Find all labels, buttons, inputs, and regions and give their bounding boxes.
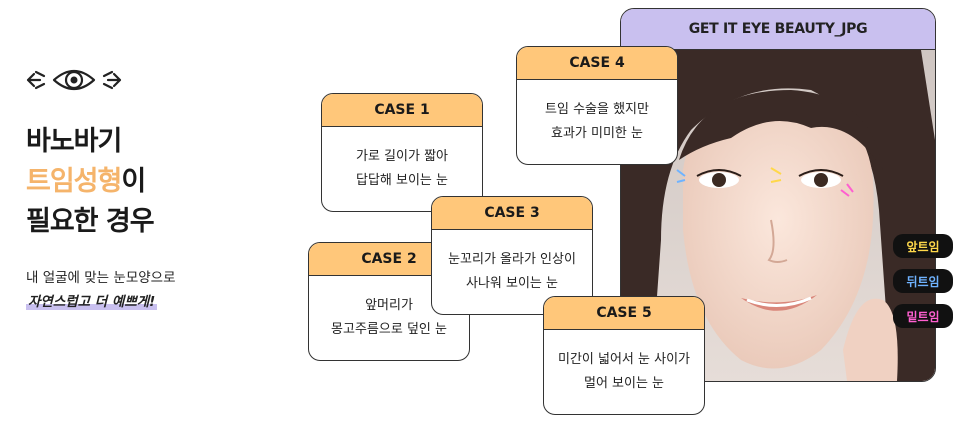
case-text-line: 효과가 미미한 눈 [551,126,643,141]
case-card-5: CASE 5 미간이 넓어서 눈 사이가 멀어 보이는 눈 [543,296,705,415]
eye-icon [26,69,122,91]
case-title: CASE 5 [544,297,704,330]
case-body: 가로 길이가 짧아 답답해 보이는 눈 [322,127,482,211]
case-title: CASE 3 [432,197,592,230]
subtext: 내 얼굴에 맞는 눈모양으로 자연스럽고 더 예쁘게! [26,266,286,314]
headline-line1: 바노바기 [26,126,122,157]
case-card-4: CASE 4 트임 수술을 했지만 효과가 미미한 눈 [516,46,678,165]
headline-line3: 필요한 경우 [26,206,155,237]
case-text-line: 눈꼬리가 올라가 인상이 [448,252,576,267]
photo-title: GET IT EYE BEAUTY_JPG [621,9,935,50]
case-text-line: 미간이 넓어서 눈 사이가 [558,352,690,367]
tag-lower: 밑트임 [893,304,953,328]
subtext-line1: 내 얼굴에 맞는 눈모양으로 [26,270,176,286]
case-text-line: 답답해 보이는 눈 [356,173,448,188]
case-card-1: CASE 1 가로 길이가 짧아 답답해 보이는 눈 [321,93,483,212]
case-text-line: 멀어 보이는 눈 [583,376,665,391]
case-card-3: CASE 3 눈꼬리가 올라가 인상이 사나워 보이는 눈 [431,196,593,315]
case-body: 앞머리가 몽고주름으로 덮인 눈 [309,276,469,360]
headline-accent: 트임성형 [26,166,122,197]
tag-front: 앞트임 [893,234,953,258]
headline-line2-rest: 이 [121,166,146,197]
tag-label: 밑트임 [906,309,940,324]
case-title: CASE 4 [517,47,677,80]
tag-back: 뒤트임 [893,269,953,293]
case-body: 트임 수술을 했지만 효과가 미미한 눈 [517,80,677,164]
intro-section: 바노바기 트임성형이 필요한 경우 내 얼굴에 맞는 눈모양으로 자연스럽고 더… [26,60,286,314]
case-text-line: 가로 길이가 짧아 [356,149,448,164]
headline: 바노바기 트임성형이 필요한 경우 [26,122,286,242]
case-text-line: 트임 수술을 했지만 [545,102,649,117]
tag-label: 앞트임 [906,239,940,254]
case-text-line: 사나워 보이는 눈 [466,276,558,291]
case-text-line: 앞머리가 [365,298,413,313]
case-body: 눈꼬리가 올라가 인상이 사나워 보이는 눈 [432,230,592,314]
subtext-highlight: 자연스럽고 더 예쁘게! [26,294,158,310]
case-body: 미간이 넓어서 눈 사이가 멀어 보이는 눈 [544,330,704,414]
headline-line2: 트임성형이 [26,162,286,202]
tag-label: 뒤트임 [906,274,940,289]
case-title: CASE 1 [322,94,482,127]
case-text-line: 몽고주름으로 덮인 눈 [331,322,447,337]
